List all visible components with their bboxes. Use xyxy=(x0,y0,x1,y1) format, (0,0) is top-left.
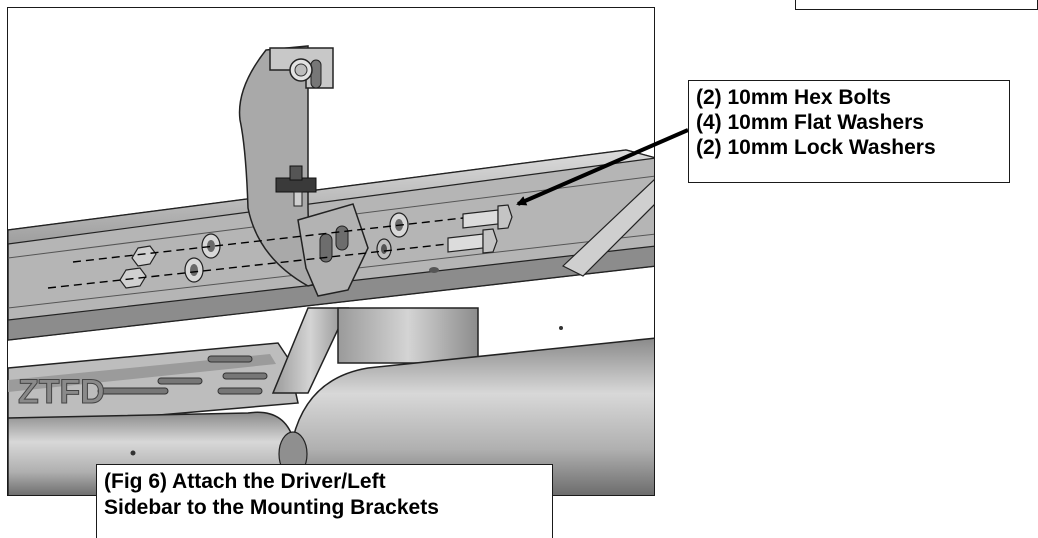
lock-washer-icon xyxy=(376,238,392,260)
top-right-frame xyxy=(795,0,1038,10)
svg-text:ZTFD: ZTFD xyxy=(18,373,105,411)
assembly-figure: ZTFD xyxy=(7,7,655,496)
parts-item-hex-bolts: (2) 10mm Hex Bolts xyxy=(696,86,891,109)
parts-list-callout: (2) 10mm Hex Bolts (4) 10mm Flat Washers… xyxy=(688,80,1010,183)
caption-line-1: (Fig 6) Attach the Driver/Left xyxy=(104,470,386,493)
mounting-bracket xyxy=(238,45,369,297)
step-board: ZTFD xyxy=(8,342,299,429)
hex-bolt-icon xyxy=(447,204,513,254)
hardware-set xyxy=(47,204,513,289)
parts-item-lock-washers: (2) 10mm Lock Washers xyxy=(696,136,936,159)
parts-item-flat-washers: (4) 10mm Flat Washers xyxy=(696,111,924,134)
support-leg-tube xyxy=(271,307,479,394)
assembly-illustration: ZTFD xyxy=(8,45,654,495)
flat-washer-icon xyxy=(184,212,409,283)
figure-caption: (Fig 6) Attach the Driver/Left Sidebar t… xyxy=(96,464,553,538)
caption-line-2: Sidebar to the Mounting Brackets xyxy=(104,496,439,519)
